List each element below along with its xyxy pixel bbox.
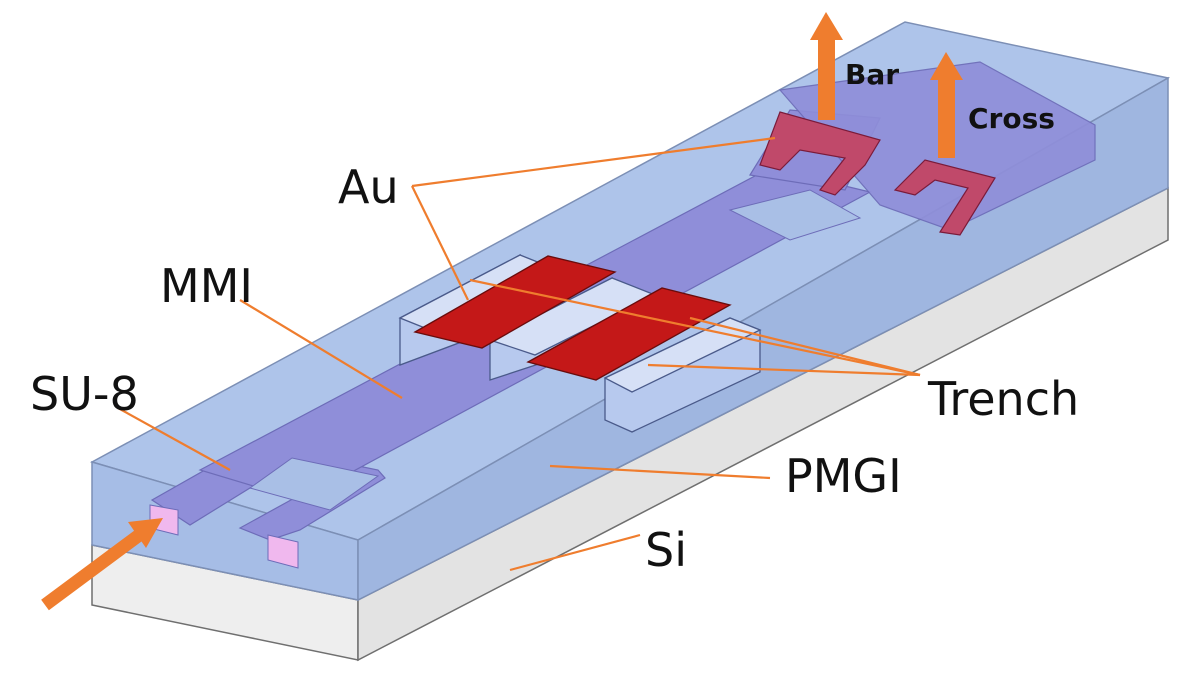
leader-au-output	[411, 136, 776, 188]
input-window	[248, 457, 380, 511]
au-pad-right	[526, 287, 732, 381]
input-facet-2	[267, 534, 299, 569]
label-mmi: MMI	[160, 259, 253, 313]
leader-mmi	[239, 299, 403, 399]
label-bar: Bar	[845, 58, 899, 91]
au-output-bar	[759, 111, 881, 196]
su8-output-plateau	[778, 61, 1096, 231]
label-au: Au	[338, 160, 399, 214]
label-cross: Cross	[968, 102, 1055, 135]
output-window	[728, 189, 862, 241]
leader-trench-3	[647, 363, 921, 377]
leader-au-pad	[411, 185, 469, 301]
cross-output-arrow-icon	[930, 52, 963, 158]
label-trench: Trench	[927, 372, 1079, 426]
label-su8: SU-8	[30, 367, 139, 421]
au-pad-left	[413, 255, 617, 349]
label-si: Si	[645, 523, 687, 577]
au-electrodes	[413, 111, 996, 381]
leader-si	[509, 533, 641, 572]
leader-pmgi	[549, 464, 771, 480]
leader-lines	[117, 136, 921, 572]
label-pmgi: PMGI	[785, 449, 902, 503]
leader-su8	[117, 407, 231, 471]
leader-trench-1	[469, 278, 921, 377]
au-output-cross	[893, 159, 996, 236]
trench-right-top	[603, 317, 762, 393]
leader-trench-2	[689, 316, 921, 377]
bar-output-arrow-icon	[810, 12, 843, 120]
input-arrow-icon	[41, 518, 163, 611]
labels: Au MMI SU-8 Trench PMGI Si Bar Cross	[30, 58, 1079, 577]
